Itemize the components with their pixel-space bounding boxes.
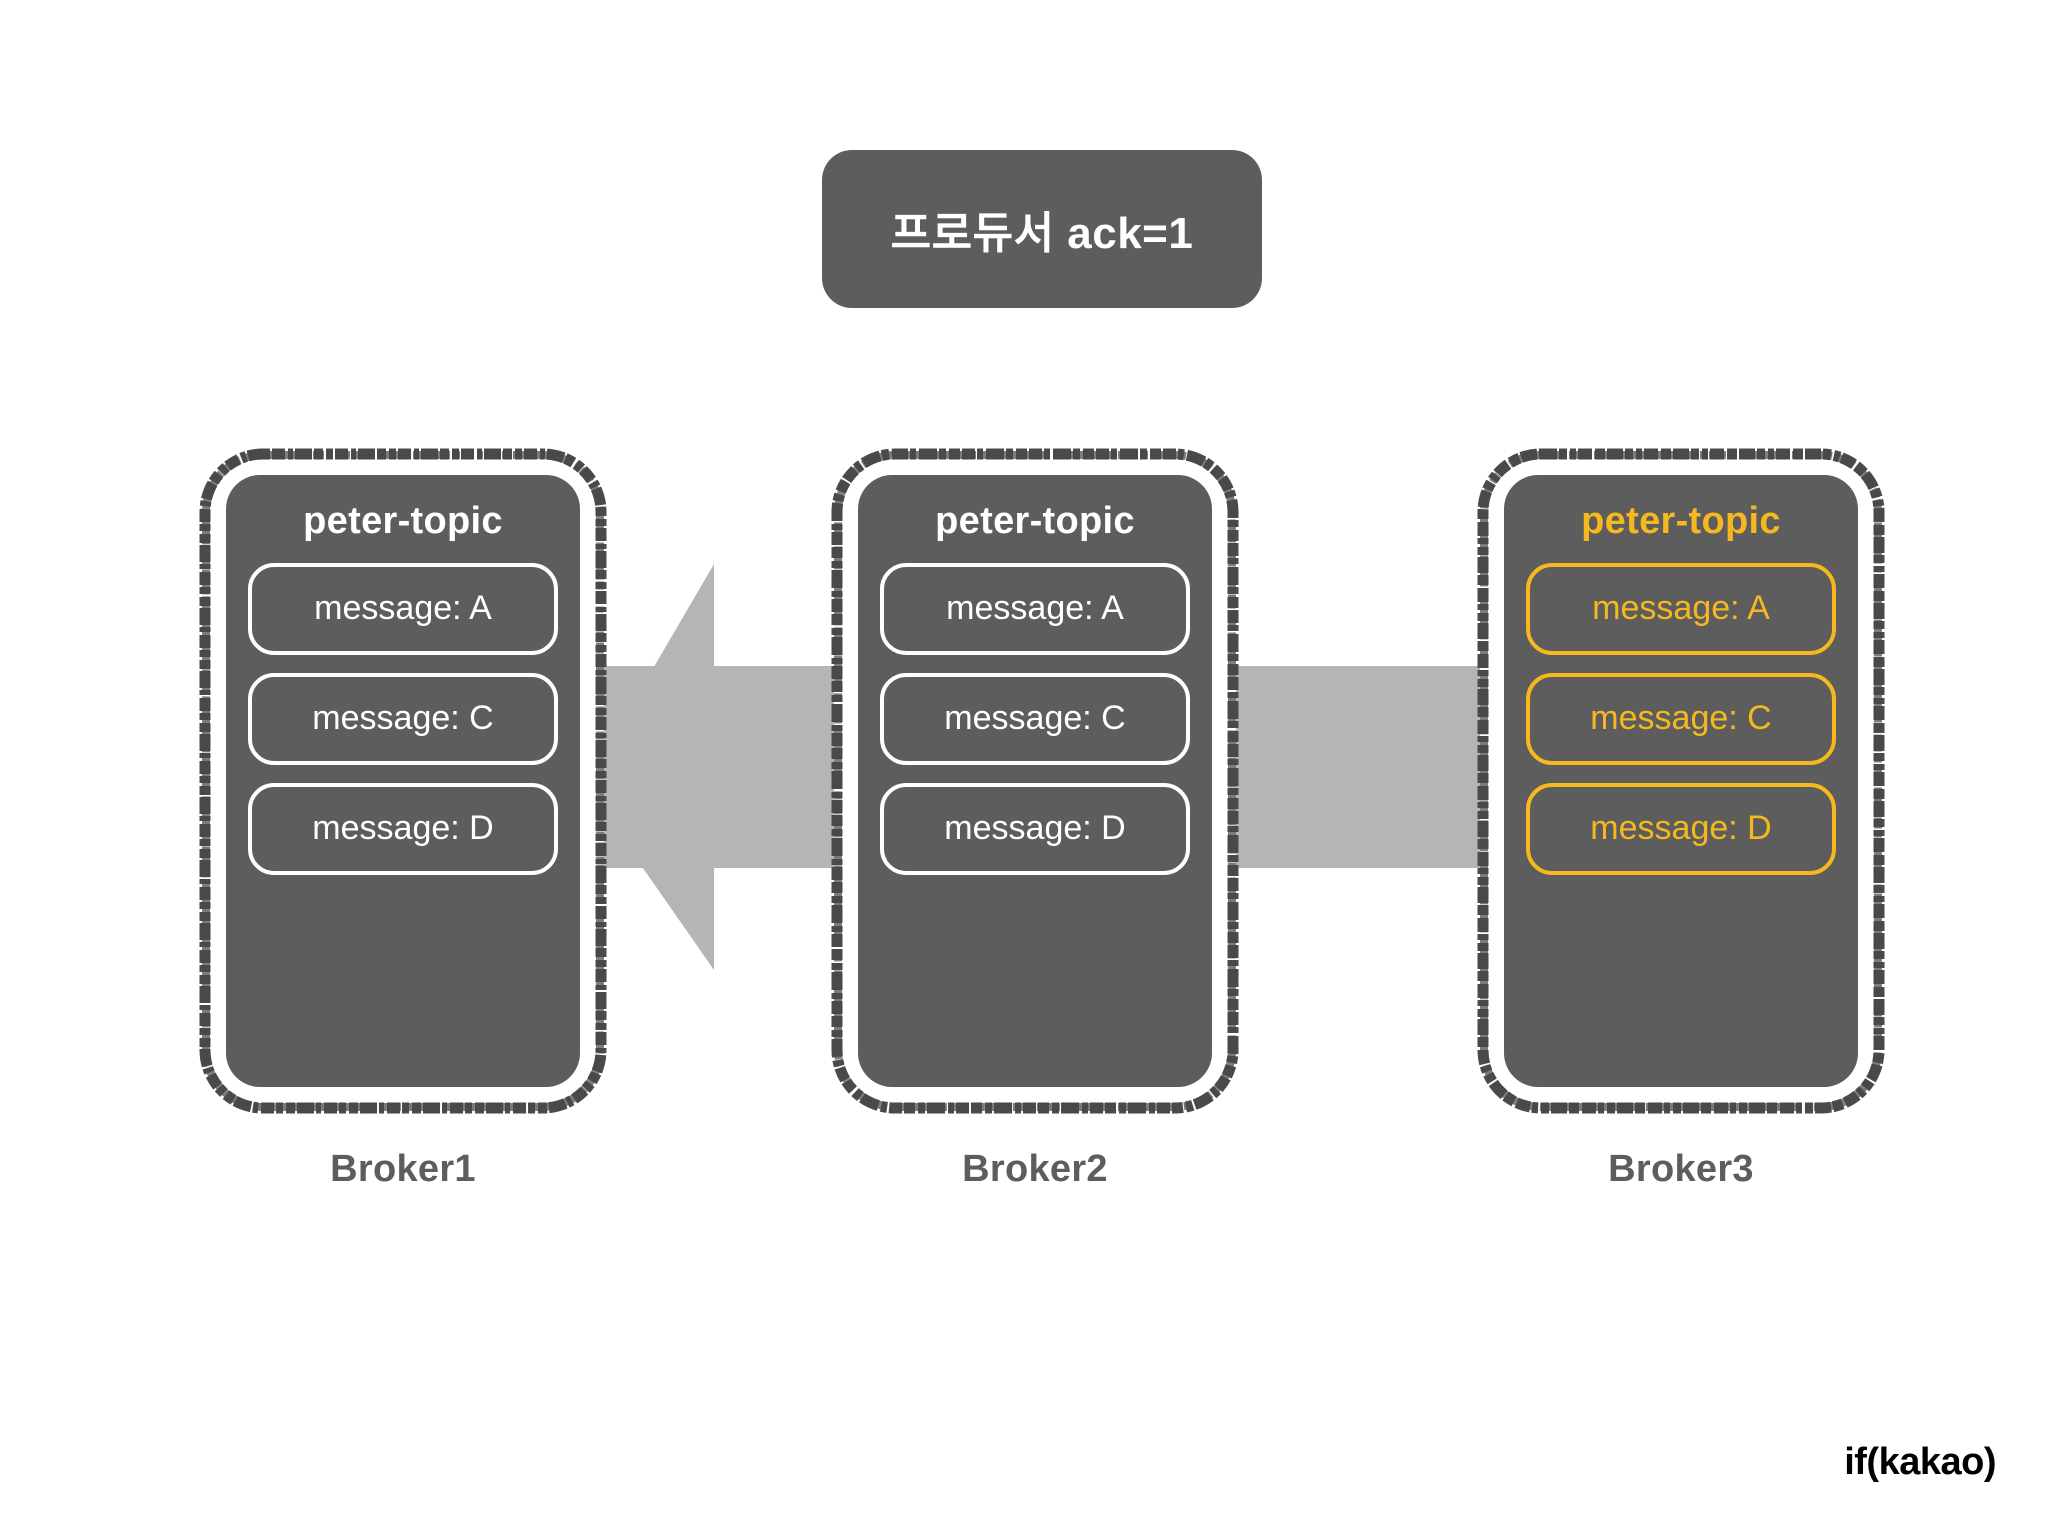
list-item[interactable]: message: C — [880, 672, 1190, 765]
list-item[interactable]: message: C — [248, 672, 558, 765]
broker-card-2[interactable]: peter-topic message: A message: C messag… — [828, 445, 1242, 1117]
broker-card-1[interactable]: peter-topic message: A message: C messag… — [196, 445, 610, 1117]
broker-2-message-list: message: A message: C message: D — [858, 562, 1212, 875]
ifkakao-logo: if(kakao) — [1844, 1441, 1996, 1483]
message-label: message: C — [312, 699, 494, 738]
broker-2-caption: Broker2 — [962, 1148, 1108, 1190]
broker-3-caption: Broker3 — [1608, 1148, 1754, 1190]
producer-ack-label: 프로듀서 ack=1 — [890, 209, 1194, 258]
broker-card-2-body: peter-topic message: A message: C messag… — [858, 475, 1212, 1087]
broker-3-topic-title: peter-topic — [1581, 500, 1781, 542]
broker-1-message-list: message: A message: C message: D — [226, 562, 580, 875]
message-label: message: D — [1590, 809, 1772, 848]
list-item[interactable]: message: D — [1526, 782, 1836, 875]
list-item[interactable]: message: A — [880, 562, 1190, 655]
list-item[interactable]: message: D — [880, 782, 1190, 875]
broker-card-3-body: peter-topic message: A message: C messag… — [1504, 475, 1858, 1087]
broker-card-1-sketch-frame — [199, 448, 607, 1114]
message-label: message: A — [1592, 589, 1770, 628]
broker-1-topic-title: peter-topic — [303, 500, 503, 542]
message-label: message: D — [944, 809, 1126, 848]
message-label: message: A — [946, 589, 1124, 628]
broker-1-caption: Broker1 — [330, 1148, 476, 1190]
message-label: message: C — [1590, 699, 1772, 738]
broker-2-topic-title: peter-topic — [935, 500, 1135, 542]
broker-card-3-sketch-frame — [1477, 448, 1885, 1114]
broker-3-message-list: message: A message: C message: D — [1504, 562, 1858, 875]
broker-card-3[interactable]: peter-topic message: A message: C messag… — [1474, 445, 1888, 1117]
list-item[interactable]: message: D — [248, 782, 558, 875]
message-label: message: C — [944, 699, 1126, 738]
message-label: message: D — [312, 809, 494, 848]
list-item[interactable]: message: A — [248, 562, 558, 655]
broker-card-1-body: peter-topic message: A message: C messag… — [226, 475, 580, 1087]
list-item[interactable]: message: A — [1526, 562, 1836, 655]
message-label: message: A — [314, 589, 492, 628]
broker-card-2-sketch-frame — [831, 448, 1239, 1114]
producer-ack-badge: 프로듀서 ack=1 — [822, 150, 1262, 308]
list-item[interactable]: message: C — [1526, 672, 1836, 765]
